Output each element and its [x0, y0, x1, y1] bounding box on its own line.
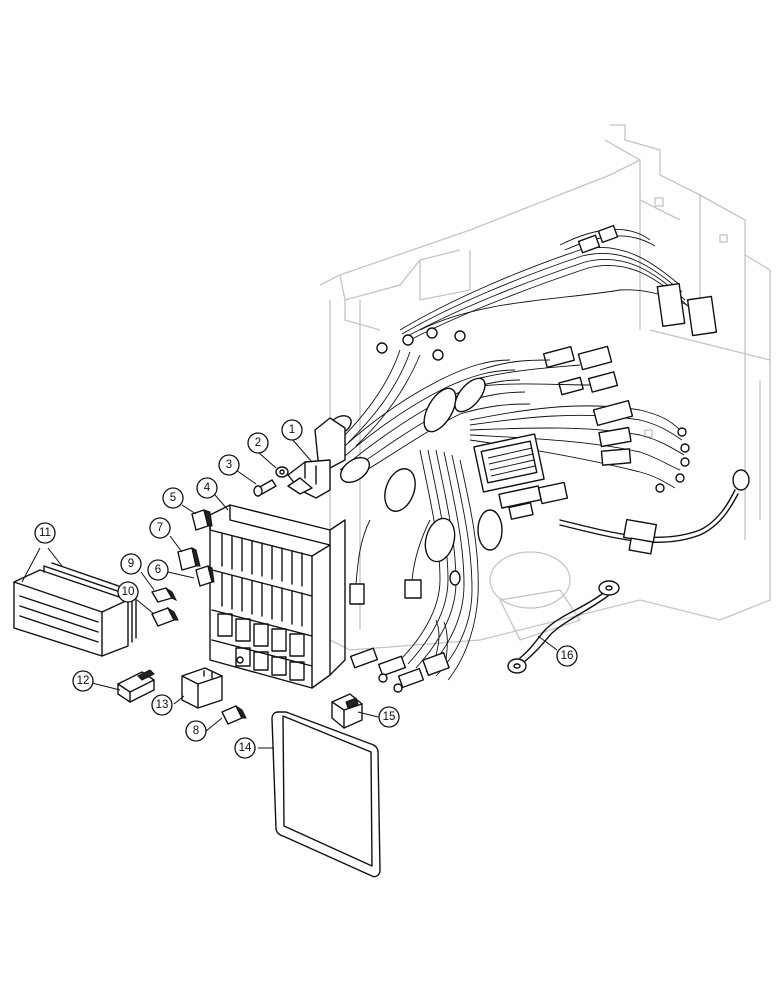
part-13-relay: [181, 667, 223, 709]
part-7-fuse: [177, 547, 201, 571]
callout-4: 4: [196, 477, 218, 499]
part-5-fuse: [191, 509, 213, 531]
part-8-fuse: [221, 704, 247, 725]
part-16-ground-strap: [507, 580, 620, 674]
callout-16: 16: [556, 645, 578, 667]
main-wiring-harness: [314, 224, 750, 693]
callout-12: 12: [72, 670, 94, 692]
callout-14-label: 14: [239, 742, 252, 754]
part-14-cover-panel: [271, 711, 381, 878]
callout-7: 7: [149, 517, 171, 539]
part-1-mounting-bracket: [287, 459, 331, 499]
part-12-connector: [117, 669, 155, 703]
callout-3: 3: [218, 454, 240, 476]
part-11-gaskets: [13, 562, 137, 657]
callout-10-label: 10: [122, 586, 135, 598]
callout-13-label: 13: [156, 699, 169, 711]
callout-12-label: 12: [77, 675, 90, 687]
leader-lines: [21, 438, 558, 749]
callout-6: 6: [147, 559, 169, 581]
callout-8: 8: [185, 720, 207, 742]
callout-2: 2: [247, 432, 269, 454]
callout-1: 1: [281, 419, 303, 441]
callout-7-label: 7: [157, 522, 163, 534]
callout-9: 9: [120, 553, 142, 575]
callout-9-label: 9: [128, 558, 134, 570]
callout-2-label: 2: [255, 437, 261, 449]
callout-10: 10: [117, 581, 139, 603]
part-4-fuse-relay-box: [209, 504, 346, 689]
cab-frame-ghost: [319, 124, 771, 651]
callout-8-label: 8: [193, 725, 199, 737]
multi-pin-connector: [473, 433, 545, 493]
callout-16-label: 16: [561, 650, 574, 662]
callout-5: 5: [162, 487, 184, 509]
callout-1-label: 1: [289, 424, 295, 436]
callout-3-label: 3: [226, 459, 232, 471]
part-3-bolt: [253, 479, 277, 497]
part-2-washer: [275, 466, 289, 478]
callout-15: 15: [378, 706, 400, 728]
callout-11-label: 11: [39, 527, 51, 539]
part-10-fuse: [151, 606, 179, 627]
part-6-fuse: [195, 565, 215, 587]
callout-5-label: 5: [170, 492, 176, 504]
callout-11: 11: [34, 522, 56, 544]
part-9-fuse: [151, 587, 178, 603]
callout-4-label: 4: [204, 482, 211, 494]
part-15-clip: [331, 693, 363, 729]
callout-14: 14: [234, 737, 256, 759]
callout-15-label: 15: [383, 711, 396, 723]
callout-6-label: 6: [155, 564, 161, 576]
callout-13: 13: [151, 694, 173, 716]
